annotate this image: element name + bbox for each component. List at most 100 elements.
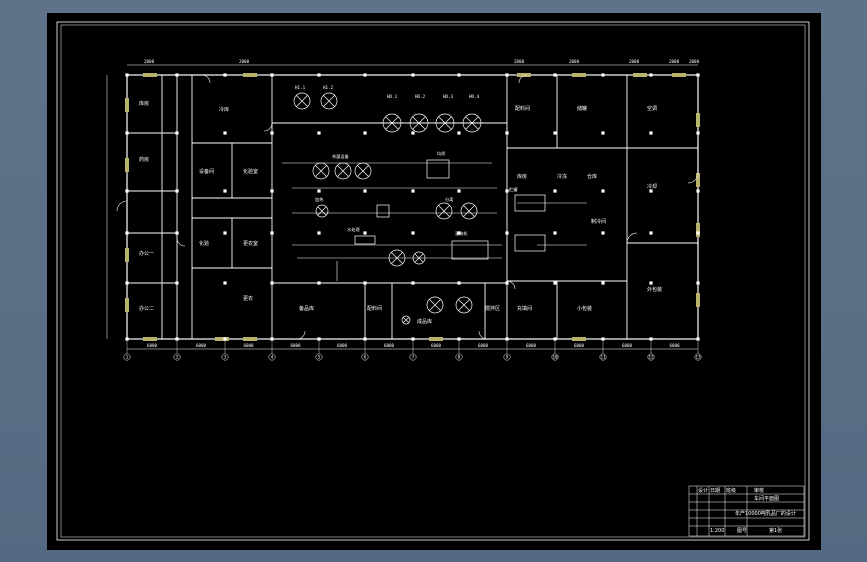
column (601, 231, 605, 235)
column (505, 281, 509, 285)
room-label: 药房 (139, 156, 149, 163)
column (363, 281, 367, 285)
tb-cell-2: 日期 (710, 488, 720, 494)
equipment-tag: 贮罐 (509, 186, 518, 193)
tb-drawing-name: 车间平面图 (754, 495, 779, 502)
tb-project: 年产10000吨乳品厂的设计 (735, 510, 796, 517)
axis-bubble (694, 353, 702, 361)
tb-sheet-total: 第1张 (769, 527, 782, 534)
column (125, 231, 129, 235)
column (175, 231, 179, 235)
dim-bottom: 6000 (622, 343, 633, 348)
dim-bottom: 6000 (574, 343, 585, 348)
axis-bubble (361, 353, 369, 361)
equipment-circle (315, 204, 329, 218)
axis-label: 5 (318, 355, 321, 360)
tb-cell-1: 设计 (698, 487, 708, 494)
axis-bubble (315, 353, 323, 361)
room-label: 成品库 (417, 318, 432, 325)
room-label: 冷冻 (557, 173, 567, 180)
equipment-tag: HD.2 (415, 94, 426, 99)
column (270, 73, 274, 77)
room-label: 搅拌区 (485, 305, 500, 312)
dim-bottom: 6000 (290, 343, 301, 348)
equipment-tag: 分离 (445, 196, 453, 203)
interior-walls (127, 75, 698, 339)
equipment-tag: H1.1 (295, 85, 306, 90)
tb-sheet-no: 图号 (737, 528, 747, 534)
column (457, 189, 461, 193)
axis-label: 7 (412, 355, 415, 360)
column (411, 281, 415, 285)
column (223, 231, 227, 235)
equipment-tag: H1.2 (323, 85, 334, 90)
equipment-tag: HD.1 (387, 94, 398, 99)
axis-label: 11 (600, 355, 606, 360)
column (649, 73, 653, 77)
column (270, 231, 274, 235)
equipment-circle (455, 296, 473, 314)
axis-bubble (221, 353, 229, 361)
column (125, 131, 129, 135)
column (270, 131, 274, 135)
column (317, 189, 321, 193)
room-label: 充填间 (517, 305, 532, 312)
column (457, 73, 461, 77)
dim-bottom: 6000 (243, 343, 254, 348)
axis-label: 4 (271, 355, 274, 360)
axis-label: 3 (224, 355, 227, 360)
doors (116, 74, 699, 340)
column (505, 131, 509, 135)
windows (125, 73, 700, 341)
dim-top: 2000 (629, 59, 640, 64)
column (601, 73, 605, 77)
room-label: 储罐 (577, 105, 587, 112)
column (363, 231, 367, 235)
column (505, 73, 509, 77)
column (601, 281, 605, 285)
column (553, 281, 557, 285)
equipment-tag: 加热 (315, 196, 324, 203)
column (696, 131, 700, 135)
dim-top: 2000 (514, 59, 525, 64)
axis-bubble (647, 353, 655, 361)
column (649, 189, 653, 193)
outer-frame (56, 21, 810, 541)
exterior-walls (126, 74, 699, 340)
axis-bubble (409, 353, 417, 361)
inner-frame (60, 24, 806, 538)
column (411, 73, 415, 77)
column (411, 231, 415, 235)
column (696, 231, 700, 235)
dim-top: 2000 (144, 59, 155, 64)
equipment-tag: 均质 (437, 150, 445, 157)
equipment-circle (460, 202, 478, 220)
axis-label: 9 (506, 355, 509, 360)
column (175, 281, 179, 285)
room-label: 更衣 (243, 295, 253, 302)
column (553, 189, 557, 193)
room-label: 配料间 (515, 105, 530, 112)
room-label: 库房 (517, 173, 527, 180)
axis-bubble (599, 353, 607, 361)
room-label: 外包装 (647, 286, 662, 293)
column (125, 281, 129, 285)
column (696, 281, 700, 285)
equipment-tag: 水处理 (347, 226, 360, 233)
column (317, 73, 321, 77)
column (175, 73, 179, 77)
column (411, 189, 415, 193)
column (363, 189, 367, 193)
dim-bottom: 6000 (384, 343, 395, 348)
dim-bottom: 6000 (526, 343, 537, 348)
room-label: 仓库 (587, 173, 597, 180)
column (363, 73, 367, 77)
room-label: 制冷间 (591, 218, 606, 225)
column (270, 189, 274, 193)
equipment-circle (320, 92, 338, 110)
column (175, 131, 179, 135)
